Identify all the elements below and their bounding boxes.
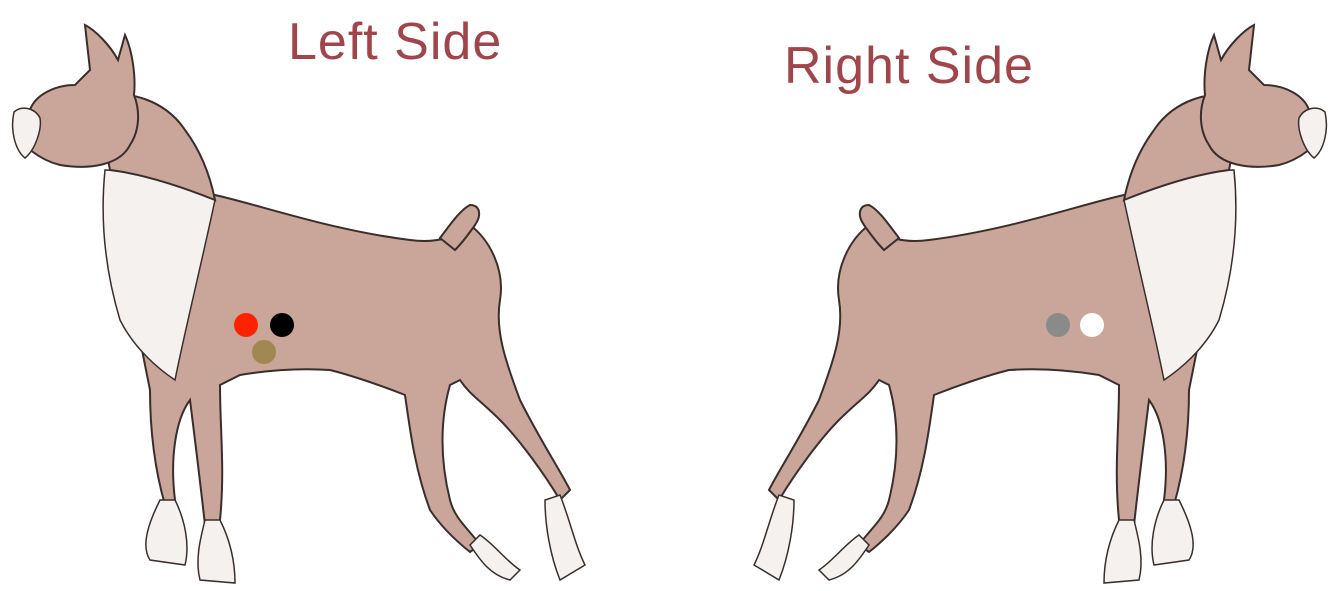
boxer-dog-right-view: [739, 0, 1339, 591]
gray-dot-marker: [1046, 313, 1070, 337]
brown-dot-marker: [252, 340, 276, 364]
red-dot-marker: [234, 313, 258, 337]
dog-front-paw: [146, 500, 187, 565]
dog-front-paw-2: [1104, 520, 1141, 583]
dog-front-paw: [1152, 500, 1193, 565]
white-dot-marker: [1080, 313, 1104, 337]
boxer-dog-left-view: [0, 0, 600, 591]
dog-rear-paw: [470, 535, 520, 580]
dog-rear-paw-2: [754, 495, 794, 580]
dog-front-paw-2: [198, 520, 235, 583]
dog-rear-paw-2: [545, 495, 585, 580]
dog-rear-paw: [819, 535, 869, 580]
black-dot-marker: [270, 313, 294, 337]
